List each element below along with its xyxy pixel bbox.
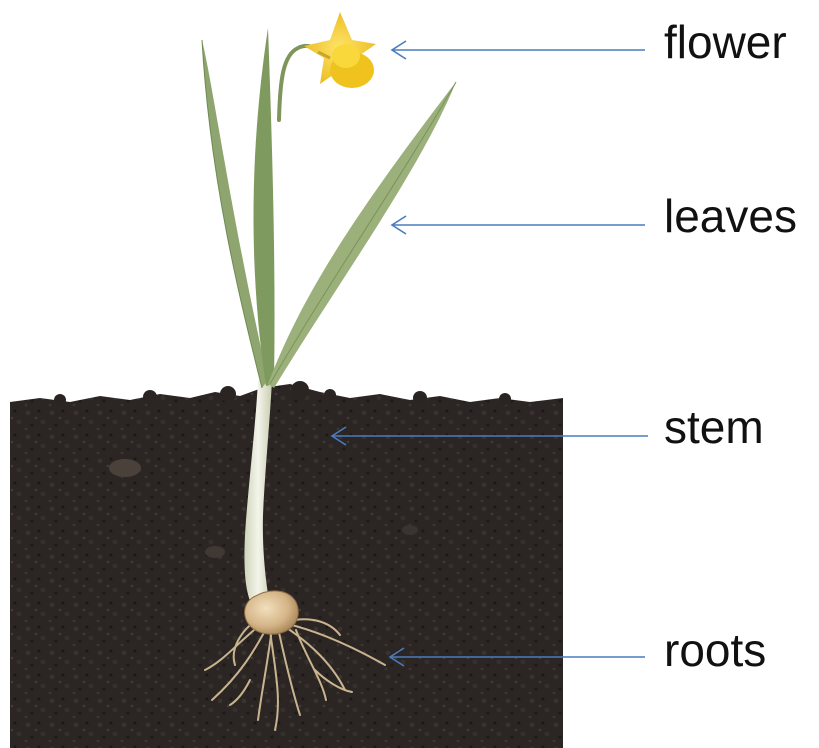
leaves <box>202 28 456 388</box>
flower <box>304 12 376 88</box>
flower-arrow <box>392 41 645 59</box>
label-roots: roots <box>664 627 766 673</box>
leaves-arrow <box>392 216 645 234</box>
flower-stalk <box>279 46 318 120</box>
label-stem: stem <box>664 404 764 450</box>
bulb <box>245 591 299 634</box>
label-flower: flower <box>664 19 787 65</box>
label-leaves: leaves <box>664 193 797 239</box>
soil <box>10 384 563 748</box>
